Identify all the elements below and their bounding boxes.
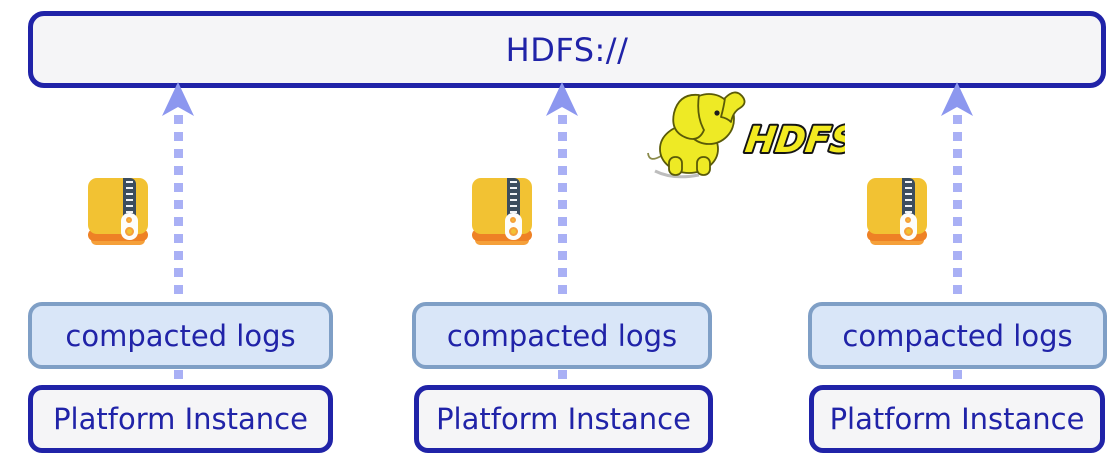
- compacted-logs-box: compacted logs: [28, 302, 333, 369]
- hdfs-box: HDFS://: [28, 11, 1106, 88]
- zip-icon: [867, 178, 927, 245]
- zip-pull: [900, 213, 917, 240]
- compacted-logs-box: compacted logs: [808, 302, 1107, 369]
- zip-zipper: [123, 178, 136, 216]
- arrow-dotted-line: [174, 115, 183, 450]
- zip-pull: [505, 213, 522, 240]
- hadoop-logo: HDFS: [647, 91, 845, 179]
- arrow-up-head-icon: [162, 82, 194, 116]
- platform-instance-label: Platform Instance: [53, 402, 308, 436]
- platform-instance-box: Platform Instance: [414, 385, 713, 453]
- arrow-up-head-icon: [546, 82, 578, 116]
- platform-instance-label: Platform Instance: [436, 402, 691, 436]
- hdfs-box-label: HDFS://: [505, 30, 629, 69]
- compacted-logs-box: compacted logs: [412, 302, 712, 369]
- zip-body: [88, 178, 148, 234]
- hadoop-logo-text: HDFS: [743, 118, 845, 161]
- platform-instance-box: Platform Instance: [809, 385, 1105, 453]
- compacted-logs-label: compacted logs: [446, 318, 678, 353]
- zip-icon: [472, 178, 532, 245]
- zip-zipper: [902, 178, 915, 216]
- zip-body: [472, 178, 532, 234]
- platform-instance-box: Platform Instance: [28, 385, 333, 453]
- zip-zipper: [507, 178, 520, 216]
- compacted-logs-label: compacted logs: [65, 318, 296, 353]
- zip-icon: [88, 178, 148, 245]
- arrow-dotted-line: [558, 115, 567, 450]
- platform-instance-label: Platform Instance: [829, 402, 1085, 436]
- zip-pull: [121, 213, 138, 240]
- arrow-up-head-icon: [941, 82, 973, 116]
- compacted-logs-label: compacted logs: [842, 318, 1073, 353]
- zip-body: [867, 178, 927, 234]
- arrow-dotted-line: [953, 115, 962, 450]
- hadoop-elephant-icon: [647, 91, 746, 179]
